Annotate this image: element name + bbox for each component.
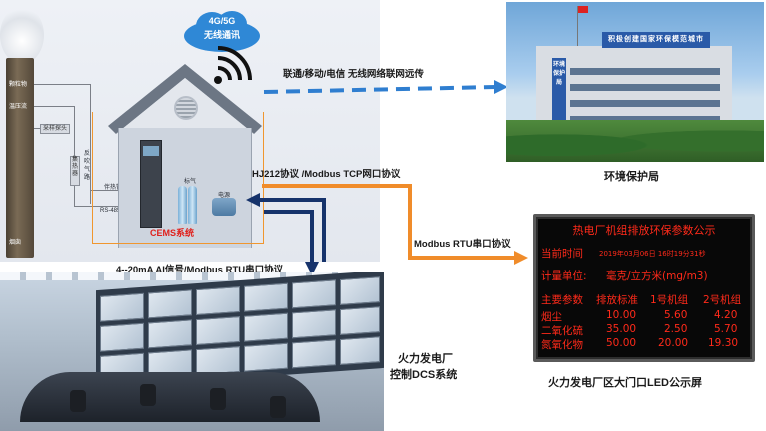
led-board bbox=[538, 219, 750, 357]
led-unit-label: 计量单位: bbox=[541, 270, 587, 282]
wireless-signal-icon bbox=[214, 46, 252, 84]
led-row-unit2: 5.70 bbox=[714, 323, 738, 335]
led-row-standard: 35.00 bbox=[606, 323, 637, 335]
led-row-unit1: 20.00 bbox=[658, 337, 689, 349]
led-row-name: 烟尘 bbox=[541, 311, 562, 323]
led-caption: 火力发电厂区大门口LED公示屏 bbox=[548, 377, 702, 389]
flag-pole bbox=[577, 6, 578, 46]
sampling-probe: 采样探头 bbox=[40, 124, 70, 134]
bureau-side-sign: 环境保护局 bbox=[552, 58, 566, 128]
smoke-plume bbox=[0, 6, 44, 64]
led-row-unit1: 2.50 bbox=[664, 323, 688, 335]
rtu-arrow-head bbox=[514, 251, 528, 265]
led-header-standard: 排放标准 bbox=[596, 294, 638, 306]
cems-system-boundary bbox=[92, 112, 264, 244]
cloud-network-label: 4G/5G bbox=[208, 16, 236, 26]
rs485-label: RS-485 bbox=[100, 208, 121, 214]
flag-icon bbox=[578, 6, 588, 13]
led-time-label: 当前时间 bbox=[541, 248, 583, 260]
heat-trace-label: 伴热管线 bbox=[104, 185, 129, 191]
environmental-bureau-photo: 积极创建国家环保模范城市 环境保护局 bbox=[506, 2, 764, 162]
led-header-unit2: 2号机组 bbox=[703, 294, 742, 306]
chimney bbox=[6, 58, 34, 258]
hj212-link-label: HJ212协议 /Modbus TCP网口协议 bbox=[252, 169, 401, 180]
analyzer-cabinet bbox=[140, 140, 162, 228]
chimney-label-temp-pressure-flow: 温压流 bbox=[9, 104, 28, 110]
led-header-param: 主要参数 bbox=[541, 294, 583, 306]
led-row-name: 二氧化硫 bbox=[541, 325, 583, 337]
led-row-standard: 10.00 bbox=[606, 309, 637, 321]
bureau-roof-sign: 积极创建国家环保模范城市 bbox=[602, 32, 710, 48]
backflush-label: 反吹气路 bbox=[84, 151, 91, 181]
dcs-caption-line2: 控制DCS系统 bbox=[390, 369, 458, 381]
power-label: 电源 bbox=[218, 193, 231, 199]
ceiling-lights bbox=[0, 272, 384, 280]
pipe-line bbox=[34, 106, 74, 107]
chimney-name: 烟囱 bbox=[9, 240, 22, 246]
vent-icon bbox=[174, 96, 198, 120]
led-row-unit1: 5.60 bbox=[664, 309, 688, 321]
led-row-standard: 50.00 bbox=[606, 337, 637, 349]
gas-cylinder-icon bbox=[178, 186, 187, 224]
heat-collector: 集热器 bbox=[70, 156, 80, 186]
led-row-unit2: 19.30 bbox=[708, 337, 739, 349]
video-wall bbox=[96, 272, 384, 389]
pipe-line bbox=[34, 84, 90, 85]
epb-caption: 环境保护局 bbox=[604, 171, 659, 183]
pipe-line bbox=[74, 206, 140, 207]
compressor-icon bbox=[212, 198, 236, 216]
rtu-link-label: Modbus RTU串口协议 bbox=[414, 239, 511, 250]
gas-cylinder-icon bbox=[188, 186, 197, 224]
led-title: 热电厂机组排放环保参数公示 bbox=[572, 224, 716, 237]
dcs-signal-label: 4--20mA AI信号/Modbus RTU串口协议 bbox=[116, 265, 284, 276]
wireless-link-label: 联通/移动/电信 无线网络联网远传 bbox=[283, 69, 424, 80]
led-unit-value: 毫克/立方米(mg/m3) bbox=[606, 270, 708, 282]
calibration-gas-label: 标气 bbox=[184, 179, 197, 185]
led-row-name: 氮氧化物 bbox=[541, 339, 583, 351]
led-header-unit1: 1号机组 bbox=[650, 294, 689, 306]
cloud-icon bbox=[184, 11, 260, 52]
pipe-line bbox=[90, 190, 140, 191]
pipe-line bbox=[90, 84, 91, 204]
led-time-value: 2019年03月06日 16时19分31秒 bbox=[599, 250, 706, 258]
cloud-wireless-label: 无线通讯 bbox=[203, 30, 240, 40]
cabinet-screen bbox=[143, 146, 159, 156]
led-row-unit2: 4.20 bbox=[714, 309, 738, 321]
dcs-control-room-photo bbox=[0, 272, 384, 431]
dcs-caption-line1: 火力发电厂 bbox=[398, 353, 453, 365]
trees bbox=[506, 120, 764, 162]
cems-system-label: CEMS系统 bbox=[150, 228, 195, 238]
chimney-label-particulate: 颗粒物 bbox=[9, 82, 28, 88]
